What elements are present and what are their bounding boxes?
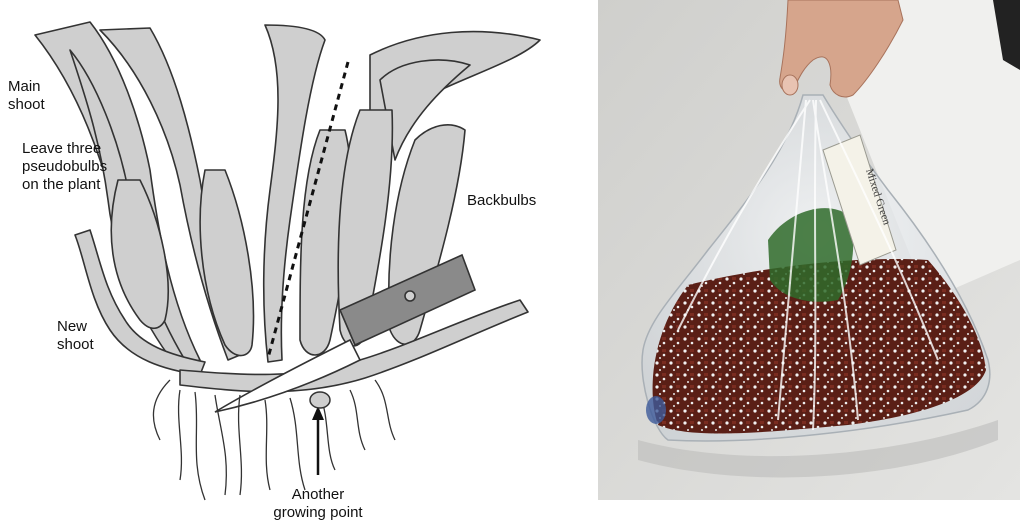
knife-rivet <box>405 291 415 301</box>
orchid-plant-drawing <box>0 0 580 524</box>
label-another-line2: growing point <box>268 504 368 522</box>
label-main-shoot-line2: shoot <box>8 96 45 114</box>
orchid-division-illustration: Main shoot Leave three pseudobulbs on th… <box>0 0 580 524</box>
roots <box>153 380 395 500</box>
label-leave-three-line3: on the plant <box>22 176 107 194</box>
label-new-shoot: New shoot <box>57 318 94 354</box>
bagged-backbulb-photo: Mixed Green <box>598 0 1020 500</box>
label-another-line1: Another <box>268 486 368 504</box>
label-leave-three-line1: Leave three <box>22 140 107 158</box>
label-leave-three-line2: pseudobulbs <box>22 158 107 176</box>
label-main-shoot-line1: Main <box>8 78 45 96</box>
label-new-shoot-line1: New <box>57 318 94 336</box>
photo-scene: Mixed Green <box>598 0 1020 500</box>
label-another-growing-point: Another growing point <box>268 486 368 522</box>
label-main-shoot: Main shoot <box>8 78 45 114</box>
label-backbulbs: Backbulbs <box>467 192 536 210</box>
pseudobulb-left <box>111 180 168 328</box>
label-new-shoot-line2: shoot <box>57 336 94 354</box>
growing-point <box>310 392 330 408</box>
blue-label-fragment <box>646 396 666 424</box>
pseudobulb-middle <box>200 170 253 356</box>
label-leave-three-pseudobulbs: Leave three pseudobulbs on the plant <box>22 140 107 194</box>
